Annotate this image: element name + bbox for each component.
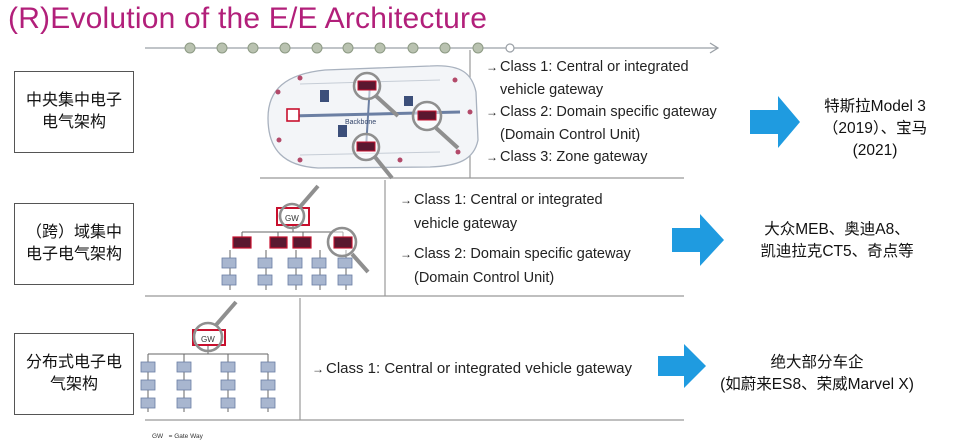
bullets-central: Class 1: Central or integrated vehicle g… <box>486 56 717 169</box>
magnifier-icon <box>278 184 320 230</box>
bullet-class-2: Class 2: Domain specific gateway <box>486 101 717 124</box>
bullets-domain: Class 1: Central or integrated vehicle g… <box>400 188 631 290</box>
timeline <box>145 42 720 54</box>
timeline-dot <box>439 42 451 54</box>
bullet-class-2-cont: (Domain Control Unit) <box>500 126 641 143</box>
timeline-dot <box>374 42 386 54</box>
label-domain: （跨）域集中 电子电气架构 <box>14 203 134 285</box>
gw-label: GW <box>201 335 215 344</box>
bullet-class-1: Class 1: Central or integrated vehicle g… <box>312 358 632 381</box>
gw-label: GW <box>285 214 299 223</box>
magnifier-icon <box>351 132 394 180</box>
bullet-class-1-cont: vehicle gateway <box>414 216 518 232</box>
result-central: 特斯拉Model 3 （2019）、宝马 (2021) <box>822 98 928 159</box>
label-central: 中央集中电子 电气架构 <box>14 71 134 153</box>
timeline-dot <box>216 42 228 54</box>
bullet-class-1: Class 1: Central or integrated <box>486 56 717 79</box>
car-topology: Backbone <box>267 65 479 180</box>
bullet-class-2-cont: (Domain Control Unit) <box>414 270 555 286</box>
magnifier-icon <box>326 226 370 274</box>
timeline-dot <box>407 42 419 54</box>
result-arrow <box>672 214 724 266</box>
timeline-dot <box>342 42 354 54</box>
timeline-dot <box>279 42 291 54</box>
row-dividers <box>145 50 684 421</box>
magnifier-icon <box>352 71 400 118</box>
magnifier-icon <box>192 300 238 353</box>
bullet-class-1: Class 1: Central or integrated <box>400 188 631 212</box>
result-arrow <box>750 96 800 148</box>
label-distributed: 分布式电子电 气架构 <box>14 333 134 415</box>
result-arrow <box>658 344 706 388</box>
page-title: (R)Evolution of the E/E Architecture <box>8 2 488 35</box>
result-distributed: 绝大部分车企 (如蔚来ES8、荣威Marvel X) <box>720 354 914 393</box>
bullet-class-3: Class 3: Zone gateway <box>486 146 717 169</box>
result-domain: 大众MEB、奥迪A8、 凯迪拉克CT5、奇点等 <box>760 221 914 260</box>
distributed-topology: GW GW = Gate Way <box>140 300 276 440</box>
timeline-dot <box>184 42 196 54</box>
legend-text: GW = Gate Way <box>152 433 204 440</box>
magnifier-icon <box>411 100 460 150</box>
backbone-label: Backbone <box>345 119 376 126</box>
bullet-class-1-cont: vehicle gateway <box>500 81 604 98</box>
timeline-dot <box>247 42 259 54</box>
domain-topology: GW <box>221 184 370 290</box>
timeline-dot <box>472 42 484 54</box>
bullet-class-2: Class 2: Domain specific gateway <box>400 242 631 266</box>
timeline-dot <box>311 42 323 54</box>
bullets-distributed: Class 1: Central or integrated vehicle g… <box>312 358 632 381</box>
